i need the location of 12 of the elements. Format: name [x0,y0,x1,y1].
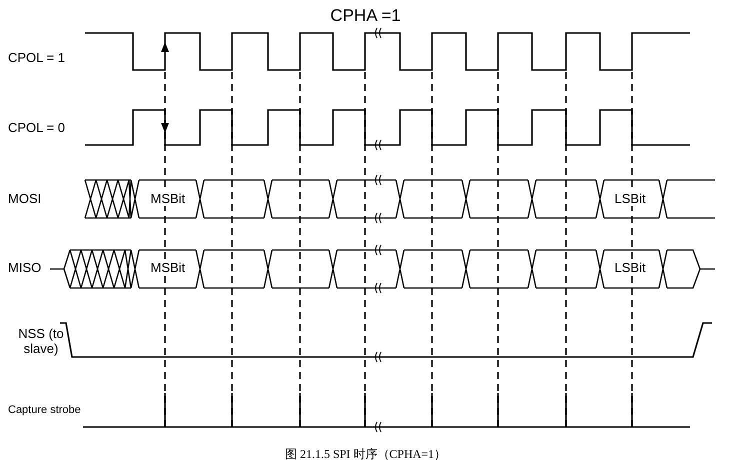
signal-label: CPOL = 0 [8,120,65,136]
diagram-title: CPHA =1 [329,6,402,26]
bit-label: MSBit [150,260,186,276]
signal-label: MISO [8,260,42,276]
bit-label: MSBit [150,192,186,206]
signal-label: Capture strobe [8,404,81,416]
signal-label: CPOL = 1 [8,50,65,66]
bit-label: LSBit [614,192,647,206]
bit-label: LSBit [614,260,647,276]
signal-label: MOSI [8,192,42,206]
signal-label: NSS (to slave) [17,327,65,357]
figure-caption: 图 21.1.5 SPI 时序（CPHA=1） [284,448,448,462]
